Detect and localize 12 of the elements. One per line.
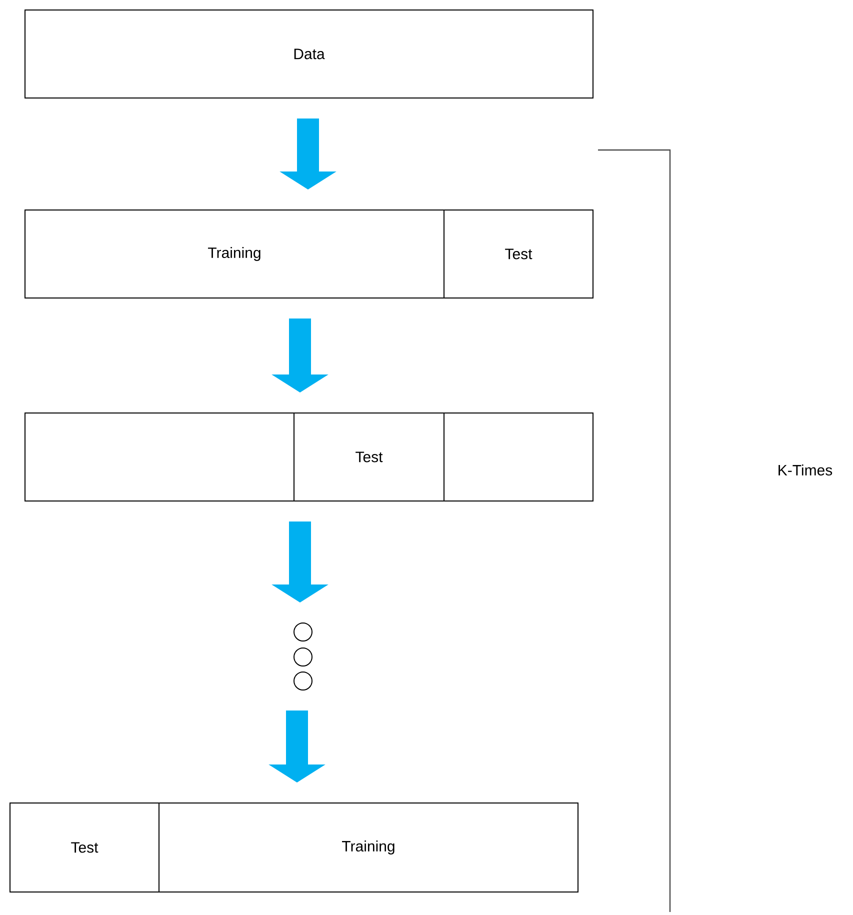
cell: Training: [158, 802, 578, 892]
cell: Test: [10, 802, 160, 892]
cell: [24, 412, 294, 502]
ellipsis-dot: [294, 622, 312, 642]
ellipsis-dot: [294, 648, 312, 666]
bracket-label: K-Times: [778, 464, 832, 476]
ellipsis-dot: [294, 672, 312, 690]
cell: Training: [24, 210, 444, 298]
cell: Test: [444, 210, 594, 298]
process-box: Data: [24, 10, 594, 98]
cell: [444, 412, 594, 502]
cell: Test: [294, 412, 444, 502]
